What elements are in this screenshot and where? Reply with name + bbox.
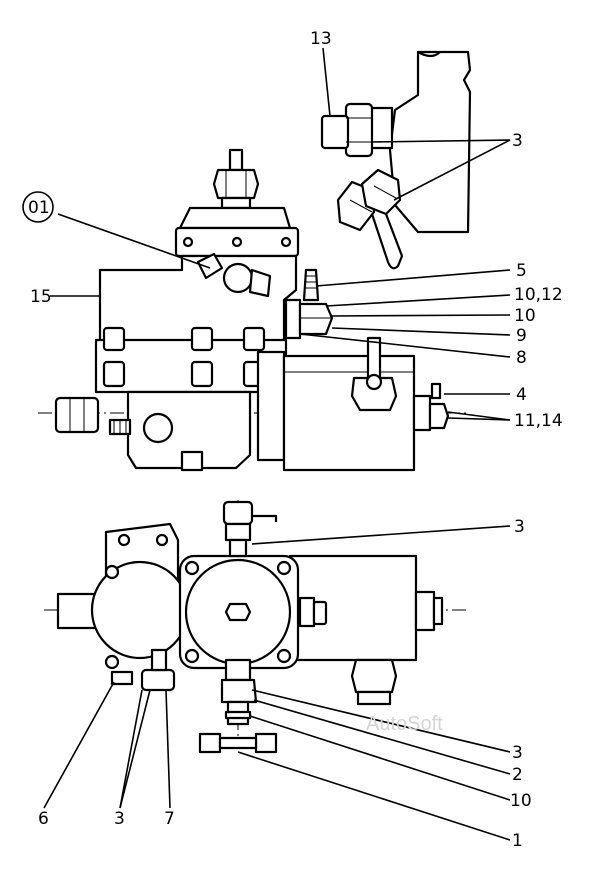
callout-8: 8 [516,348,527,368]
callout-10-12: 10,12 [514,285,563,305]
callout-15: 15 [30,287,52,307]
side-view-assembly [38,148,470,472]
callout-4: 4 [516,385,527,405]
callout-11-14: 11,14 [514,411,563,431]
callout-2: 2 [512,765,523,785]
callout-01: 01 [28,198,50,218]
callout-labels: 13 3 01 15 5 10,12 10 9 8 4 11,14 3 3 2 … [22,29,563,851]
callout-3-mid: 3 [514,517,525,537]
callout-10-top: 10 [514,306,536,326]
autosoft-watermark: AutoSoft [366,713,443,735]
callout-13: 13 [310,29,332,49]
front-view-assembly [44,500,470,754]
callout-9: 9 [516,326,527,346]
callout-3-top: 3 [512,131,523,151]
callout-10-bottom: 10 [510,791,532,811]
callout-1: 1 [512,831,523,851]
callout-3-bottom: 3 [512,743,523,763]
leader-lines [43,47,511,841]
callout-01-circle [22,191,54,223]
callout-5: 5 [516,261,527,281]
callout-7: 7 [164,809,175,829]
callout-3-left: 3 [114,809,125,829]
callout-6: 6 [38,809,49,829]
detail-fitting-view [320,50,472,270]
